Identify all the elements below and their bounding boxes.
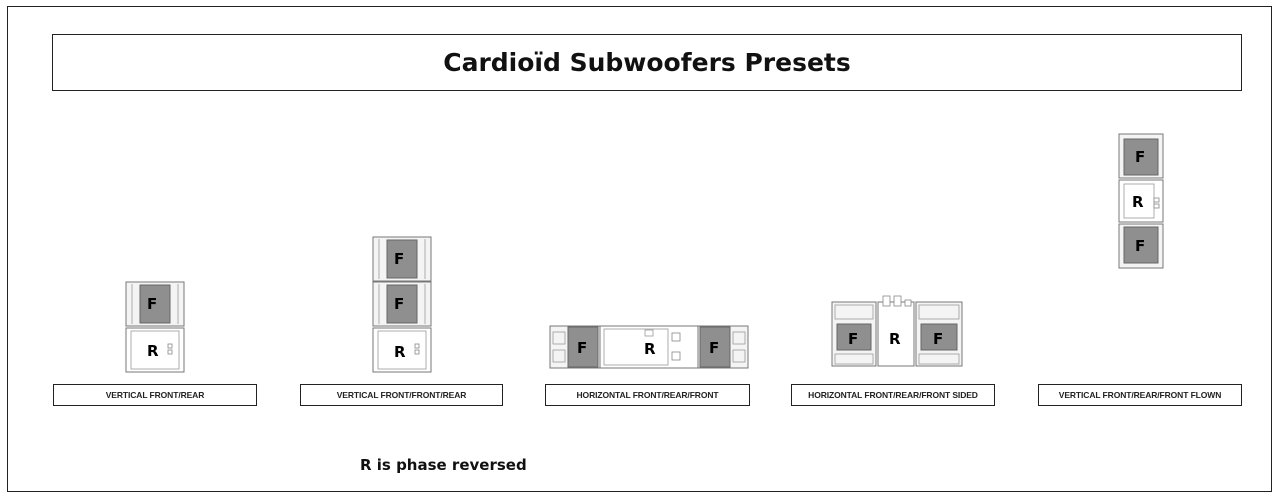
cabinet-letter-rear: R — [1132, 193, 1144, 211]
front-grille — [567, 326, 599, 368]
preset-vertical-front-rear: F R — [125, 281, 185, 373]
cabinet-letter-front: F — [1135, 237, 1145, 255]
preset-label-vertical-front-front-rear: VERTICAL FRONT/FRONT/REAR — [300, 384, 503, 406]
cabinet-letter-rear: R — [889, 330, 901, 348]
cabinet-letter-front: F — [147, 295, 157, 313]
preset-label-horizontal-front-rear-front-sided: HORIZONTAL FRONT/REAR/FRONT SIDED — [791, 384, 995, 406]
front-grille — [386, 284, 418, 324]
page-frame — [7, 6, 1272, 492]
cabinet-letter-front: F — [577, 339, 587, 357]
rear-cabinet — [877, 301, 915, 367]
front-grille — [386, 239, 418, 279]
cabinet-letter-front: F — [394, 295, 404, 313]
preset-label-vertical-front-rear: VERTICAL FRONT/REAR — [53, 384, 257, 406]
rear-cabinet — [599, 325, 699, 369]
preset-label-horizontal-front-rear-front: HORIZONTAL FRONT/REAR/FRONT — [545, 384, 750, 406]
front-grille — [1123, 138, 1159, 176]
preset-label-vertical-front-rear-front-flown: VERTICAL FRONT/REAR/FRONT FLOWN — [1038, 384, 1242, 406]
cabinet-letter-rear: R — [147, 342, 159, 360]
preset-horizontal-front-rear-front-sided: F R F — [831, 295, 963, 367]
rear-cabinet — [372, 327, 432, 373]
rear-cabinet — [125, 327, 185, 373]
cabinet-letter-front: F — [1135, 148, 1145, 166]
phase-note: R is phase reversed — [360, 456, 527, 474]
cabinet-letter-front: F — [848, 330, 858, 348]
cabinet-letter-front: F — [394, 250, 404, 268]
preset-vertical-front-front-rear: F F R — [372, 236, 432, 373]
preset-horizontal-front-rear-front: F R F — [549, 325, 749, 369]
front-grille — [920, 323, 958, 351]
cabinet-letter-rear: R — [394, 343, 406, 361]
title-banner: Cardioïd Subwoofers Presets — [52, 34, 1242, 91]
page-title: Cardioïd Subwoofers Presets — [443, 48, 851, 77]
preset-vertical-front-rear-front-flown: F R F — [1118, 133, 1164, 269]
cabinet-letter-rear: R — [644, 340, 656, 358]
front-grille — [1123, 226, 1159, 264]
cabinet-letter-front: F — [933, 330, 943, 348]
cabinet-letter-front: F — [709, 339, 719, 357]
front-grille — [139, 284, 171, 324]
front-grille — [699, 326, 731, 368]
front-grille — [836, 323, 872, 351]
